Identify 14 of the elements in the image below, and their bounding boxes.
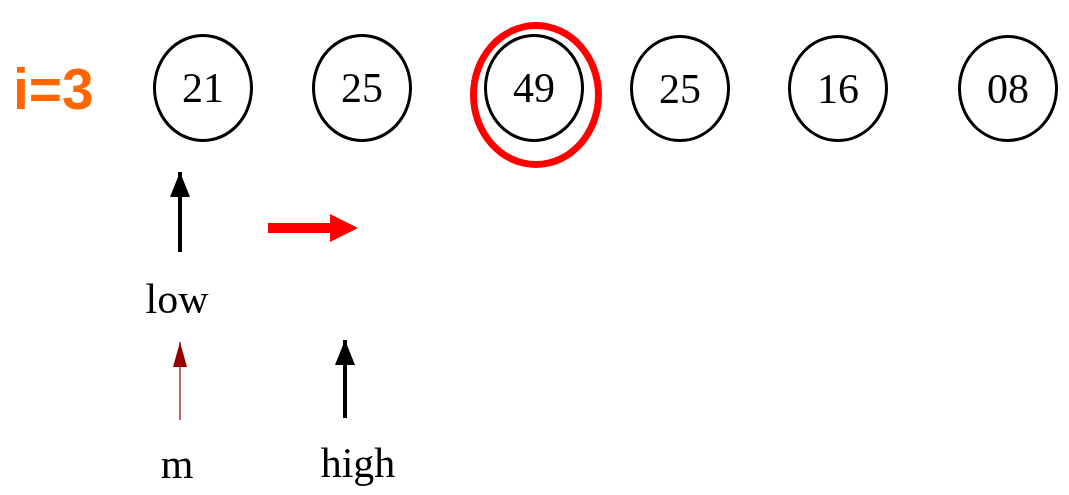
arrow bbox=[170, 172, 190, 252]
number-circle: 21 bbox=[153, 34, 253, 142]
arrow bbox=[335, 340, 355, 418]
pointer-label: low bbox=[145, 278, 209, 320]
number-circle: 25 bbox=[630, 35, 730, 142]
pointer-label: m bbox=[160, 443, 194, 485]
pointer-label: high bbox=[320, 442, 396, 484]
arrow bbox=[173, 341, 187, 421]
index-label: i=3 bbox=[13, 61, 94, 118]
number-circle: 08 bbox=[958, 35, 1058, 142]
number-circle: 16 bbox=[788, 35, 888, 142]
highlight-ring bbox=[470, 22, 602, 168]
number-circle: 25 bbox=[312, 34, 412, 142]
number-circle: 49 bbox=[484, 34, 584, 142]
